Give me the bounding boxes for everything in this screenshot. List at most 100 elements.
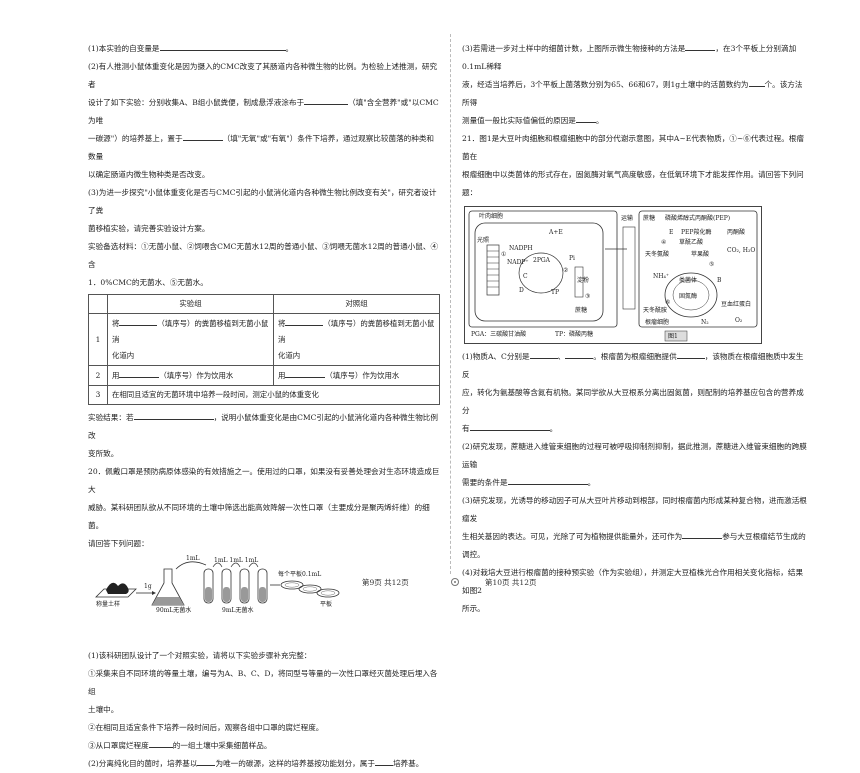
right-column: (3)若需进一步对土样中的细菌计数，上图所示微生物接种的方法是，在3个平板上分别… bbox=[462, 40, 810, 618]
answer-blank[interactable] bbox=[119, 315, 158, 326]
step-marker-2: ② bbox=[563, 267, 569, 274]
answer-blank[interactable] bbox=[748, 76, 765, 87]
answer-blank[interactable] bbox=[159, 40, 286, 51]
table-cell: 用（填序号）作为饮用水 bbox=[273, 365, 440, 386]
binding-mark-icon bbox=[451, 578, 459, 586]
q21-1a-pre: (1)物质A、C分别是 bbox=[462, 352, 530, 361]
q21-1a-mid: 、 bbox=[557, 352, 566, 361]
b-label: B bbox=[717, 277, 722, 284]
table-cell: 在相同且适宜的无菌环境中培养一段时间，测定小鼠的体重变化 bbox=[107, 385, 440, 405]
pep-label: 磷酸烯醇式丙酮酸(PEP) bbox=[665, 215, 731, 222]
pyruvate-label: 丙酮酸 bbox=[727, 229, 746, 236]
question-20c: 请回答下列问题： bbox=[88, 539, 149, 548]
metabolism-figure: 叶肉细胞 光照 A+E NADPH NADP⁺ 2PGA Pi C D TP 淀… bbox=[464, 206, 762, 344]
q20-2-b: 为唯一的碳源，这样的培养基按功能划分，属于 bbox=[215, 759, 375, 768]
cell-text: 将 bbox=[278, 319, 286, 328]
table-cell: 用 （填序号）作为饮用水 bbox=[107, 365, 274, 386]
leaf-cell-label: 叶肉细胞 bbox=[479, 213, 504, 220]
ae-label: A+E bbox=[549, 229, 563, 236]
bacteroid-label: 类菌体 bbox=[679, 277, 698, 284]
answer-blank[interactable] bbox=[529, 348, 558, 359]
question-2d: 以确定肠道内微生物种类是否改变。 bbox=[88, 170, 210, 179]
q21-3b-post: 参与大豆根瘤结节生成的调控。 bbox=[462, 532, 806, 559]
answer-blank[interactable] bbox=[374, 755, 393, 766]
phloem-vessel bbox=[622, 226, 636, 310]
answer-blank[interactable] bbox=[682, 528, 723, 539]
starch-label: 淀粉 bbox=[577, 277, 590, 284]
tubes-label: 9mL无菌水 bbox=[222, 607, 254, 614]
answer-blank[interactable] bbox=[285, 367, 326, 378]
result-pre: 实验结果：若 bbox=[88, 413, 134, 422]
aspartate-label: 天冬氨酸 bbox=[645, 251, 670, 258]
s3-pre: ③从口罩腐烂程度 bbox=[88, 741, 149, 750]
flask-label: 90mL无菌水 bbox=[156, 607, 192, 614]
pep-enzyme-label: PEP羧化酶 bbox=[681, 229, 712, 236]
pi-label: Pi bbox=[569, 255, 575, 262]
answer-blank[interactable] bbox=[197, 755, 216, 766]
tube-liquid bbox=[259, 587, 266, 602]
answer-blank[interactable] bbox=[565, 348, 594, 359]
test-tubes bbox=[203, 562, 268, 604]
q3a-post: ，在3个平板上分别滴加0.1mL稀释 bbox=[462, 44, 797, 71]
answer-blank[interactable] bbox=[133, 409, 214, 420]
dilution-diagram bbox=[95, 561, 340, 606]
tp-label: TP bbox=[551, 289, 560, 296]
q21-3b-pre: 生相关基因的表达。可见，光除了可为植物提供能量外，还可作为 bbox=[462, 532, 683, 541]
answer-blank[interactable] bbox=[469, 420, 550, 431]
q21-1a-post: ，该物质在根瘤细胞质中发生反 bbox=[462, 352, 804, 379]
asparagine-label: 天冬酰胺 bbox=[643, 307, 668, 314]
question-21-4a: (4)对栽培大豆进行根瘤菌的接种预实验（作为实验组），并测定大豆植株光合作用相关… bbox=[462, 568, 804, 595]
malate-label: 苹果酸 bbox=[691, 251, 710, 258]
root-cell-label: 根瘤细胞 bbox=[645, 319, 670, 326]
q3b-pre: 液，经适当培养后，3个平板上菌落数分别为65、66和67，则1g土壤中的活菌数约… bbox=[462, 80, 749, 89]
step-marker-1: ① bbox=[501, 251, 507, 258]
arrow-line bbox=[175, 561, 207, 570]
answer-blank[interactable] bbox=[507, 474, 588, 485]
q3c-post: 。 bbox=[595, 116, 604, 125]
question-3-count-a: (3)若需进一步对土样中的细菌计数，上图所示微生物接种的方法是，在3个平板上分别… bbox=[462, 40, 810, 76]
root-sucrose-label: 蔗糖 bbox=[643, 215, 656, 222]
answer-blank[interactable] bbox=[304, 94, 349, 105]
answer-blank[interactable] bbox=[148, 737, 173, 748]
result-end: 变所致。 bbox=[88, 449, 119, 458]
row-number: 2 bbox=[88, 365, 108, 386]
step-marker-3: ③ bbox=[585, 293, 591, 300]
plate-icon bbox=[298, 584, 322, 594]
cell-text: （填序号）的粪菌移植到无菌小鼠消 bbox=[112, 319, 269, 344]
q21-2b-post: 。 bbox=[587, 478, 596, 487]
step-marker-5: ⑤ bbox=[709, 261, 715, 268]
column-divider bbox=[450, 34, 452, 574]
answer-blank[interactable] bbox=[119, 367, 160, 378]
answer-blank[interactable] bbox=[182, 130, 223, 141]
cell-text: （填序号）作为饮用水 bbox=[159, 371, 234, 380]
c-label: C bbox=[523, 273, 528, 280]
q2c-post: （填"无氧"或"有氧"）条件下培养，通过观察比较菌落的种类和数量 bbox=[88, 134, 435, 161]
answer-blank[interactable] bbox=[575, 112, 596, 123]
question-21-1a: (1)物质A、C分别是、。根瘤菌为根瘤细胞提供，该物质在根瘤细胞质中发生反 bbox=[462, 348, 810, 384]
question-3-count-c: 测量值一般比实际值偏低的原因是。 bbox=[462, 112, 810, 130]
cell-text: 用 bbox=[112, 371, 120, 380]
test-tube-icon bbox=[221, 568, 232, 604]
question-21-3b: 生相关基因的表达。可见，光除了可为植物提供能量外，还可作为参与大豆根瘤结节生成的… bbox=[462, 528, 810, 564]
cell-text: 化道内 bbox=[278, 351, 301, 360]
answer-blank[interactable] bbox=[285, 315, 324, 326]
tube-liquid bbox=[241, 587, 248, 602]
q20-2-c: 培养基。 bbox=[392, 759, 424, 768]
result-post: ，说明小鼠体重变化是由CMC引起的小鼠消化道内各种微生物比例改 bbox=[88, 413, 438, 440]
soil-label: 称量土样 bbox=[96, 601, 121, 608]
plate-label: 平板 bbox=[320, 601, 333, 608]
answer-blank[interactable] bbox=[676, 348, 705, 359]
answer-blank[interactable] bbox=[685, 40, 716, 51]
question-21b: 根瘤细胞中以类菌体的形式存在，固氮酶对氧气高度敏感，在低氧环境下才能发挥作用。请… bbox=[462, 170, 804, 197]
question-20b: 威胁。某科研团队欲从不同环境的土壤中筛选出能高效降解一次性口罩（主要成分是聚丙烯… bbox=[88, 503, 430, 530]
question-21-2b: 需要的条件是。 bbox=[462, 474, 810, 492]
table-row: 2 用（填序号）作为饮用水 用（填序号）作为饮用水 bbox=[88, 365, 440, 386]
step-3: ③从口罩腐烂程度的一组土壤中采集细菌样品。 bbox=[88, 737, 440, 755]
question-3a: (3)为进一步探究"小鼠体重变化是否与CMC引起的小鼠消化道内各种微生物比例改变… bbox=[88, 188, 437, 215]
cell-text: 将 bbox=[112, 319, 120, 328]
soil-sample-icon bbox=[106, 582, 129, 594]
question-2a: (2)有人推测小鼠体重变化是因为摄入的CMC改变了其肠道内各种微生物的比例。为检… bbox=[88, 62, 438, 89]
materials-a: 实验备选材料：①无菌小鼠、②饲喂含CMC无菌水12周的普通小鼠、③饲喂无菌水12… bbox=[88, 242, 439, 269]
agar-plates bbox=[280, 580, 340, 598]
step-1b: 土壤中。 bbox=[88, 705, 119, 714]
